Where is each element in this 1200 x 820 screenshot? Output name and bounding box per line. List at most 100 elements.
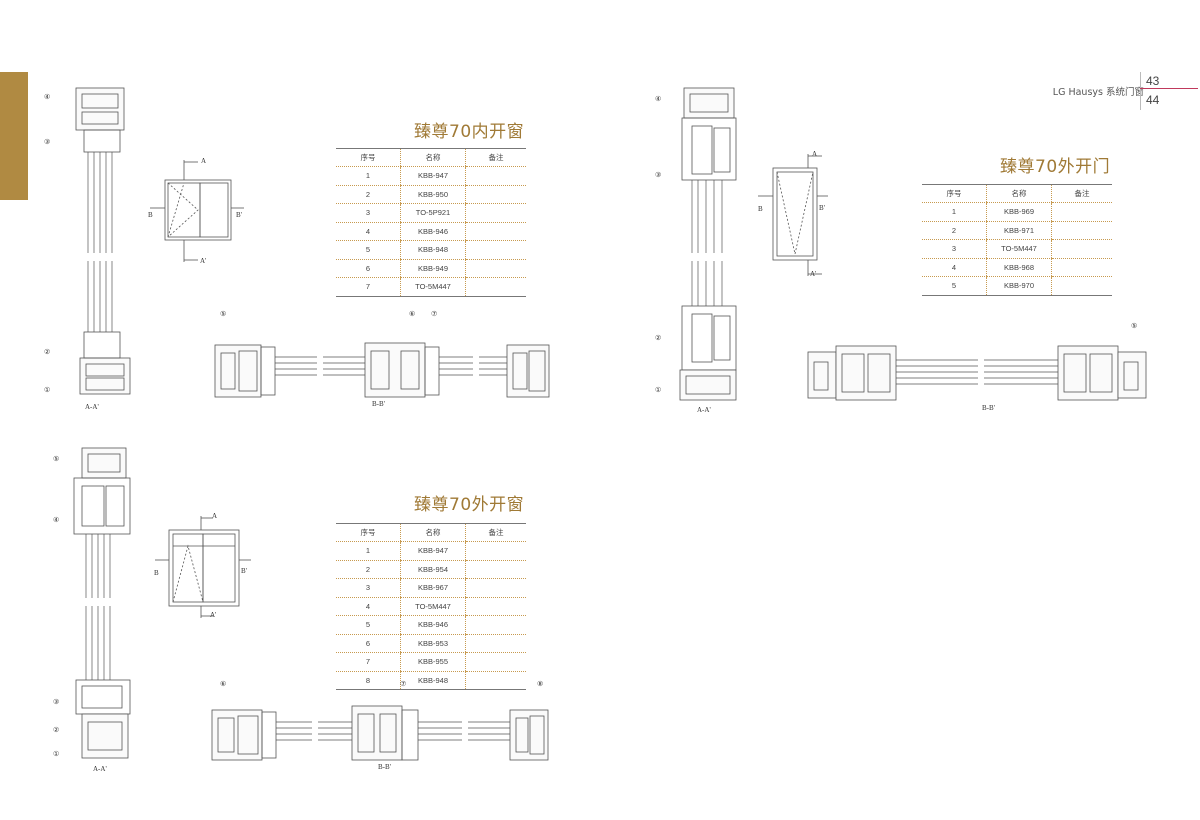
page-number-rule bbox=[1140, 88, 1198, 89]
section-title-outward-door: 臻尊70外开门 bbox=[1000, 157, 1111, 177]
label-section-a-a: A-A' bbox=[697, 406, 711, 414]
cell-name: KBB-968 bbox=[986, 258, 1052, 277]
callout-4: ④ bbox=[655, 95, 662, 103]
arrow-label-a-prime: A' bbox=[200, 257, 207, 265]
cell-note bbox=[465, 578, 526, 598]
callout-3: ③ bbox=[53, 698, 60, 706]
callout-6: ⑥ bbox=[409, 310, 416, 318]
arrow-label-a: A bbox=[812, 150, 818, 158]
label-section-a-a: A-A' bbox=[85, 403, 99, 411]
callout-4: ④ bbox=[44, 93, 51, 101]
cell-note bbox=[465, 240, 526, 260]
callout-5: ⑤ bbox=[220, 310, 227, 318]
door-elevation-drawing bbox=[758, 154, 828, 276]
cell-note bbox=[465, 652, 526, 672]
callout-5: ⑤ bbox=[1131, 322, 1138, 330]
cell-name: KBB-946 bbox=[400, 615, 466, 635]
section-title-inward-window: 臻尊70内开窗 bbox=[414, 122, 525, 142]
cell-name: KBB-970 bbox=[986, 276, 1052, 296]
label-section-a-a: A-A' bbox=[93, 765, 107, 773]
cell-note bbox=[465, 166, 526, 186]
cell-note bbox=[465, 597, 526, 616]
callout-2: ② bbox=[655, 334, 662, 342]
cell-name: KBB-967 bbox=[400, 578, 466, 598]
horizontal-section-drawing bbox=[211, 705, 549, 761]
callout-1: ① bbox=[44, 386, 51, 394]
label-section-b-b: B-B' bbox=[372, 400, 385, 408]
cell-note bbox=[1051, 221, 1112, 240]
cell-name: TO-5M447 bbox=[986, 239, 1052, 259]
window-elevation-drawing bbox=[155, 516, 251, 618]
cell-index: 7 bbox=[336, 277, 401, 297]
cell-name: KBB-947 bbox=[400, 166, 466, 186]
cell-name: KBB-946 bbox=[400, 222, 466, 241]
callout-7: ⑦ bbox=[400, 680, 407, 688]
section-title-outward-window: 臻尊70外开窗 bbox=[414, 495, 525, 515]
col-header-note: 备注 bbox=[465, 148, 526, 167]
cell-note bbox=[1051, 258, 1112, 277]
cell-index: 2 bbox=[922, 221, 987, 240]
callout-1: ① bbox=[53, 750, 60, 758]
cell-index: 1 bbox=[336, 166, 401, 186]
cell-note bbox=[465, 185, 526, 204]
gold-side-tab bbox=[0, 72, 28, 200]
cell-name: KBB-953 bbox=[400, 634, 466, 653]
col-header-index: 序号 bbox=[336, 523, 401, 542]
callout-4: ④ bbox=[53, 516, 60, 524]
arrow-label-a: A bbox=[201, 157, 207, 165]
vertical-section-drawing bbox=[679, 87, 737, 401]
cell-name: TO-5M447 bbox=[400, 277, 466, 297]
cell-note bbox=[465, 541, 526, 561]
callout-8: ⑧ bbox=[537, 680, 544, 688]
cell-note bbox=[465, 203, 526, 223]
arrow-label-b-prime: B' bbox=[819, 204, 825, 212]
horizontal-section-drawing bbox=[807, 345, 1147, 401]
cell-index: 4 bbox=[922, 258, 987, 277]
cell-note bbox=[1051, 202, 1112, 222]
cell-note bbox=[465, 259, 526, 278]
cell-index: 6 bbox=[336, 259, 401, 278]
callout-6: ⑥ bbox=[220, 680, 227, 688]
callout-2: ② bbox=[53, 726, 60, 734]
cell-index: 3 bbox=[922, 239, 987, 259]
cell-index: 6 bbox=[336, 634, 401, 653]
cell-name: KBB-948 bbox=[400, 671, 466, 690]
cell-index: 7 bbox=[336, 652, 401, 672]
arrow-label-b-prime: B' bbox=[241, 567, 247, 575]
page-number-right: 44 bbox=[1146, 93, 1160, 107]
cell-note bbox=[465, 671, 526, 690]
cell-name: TO-5M447 bbox=[400, 597, 466, 616]
cell-index: 5 bbox=[336, 615, 401, 635]
arrow-label-b: B bbox=[758, 205, 763, 213]
table-header-row: 序号 名称 备注 bbox=[336, 523, 526, 542]
callout-3: ③ bbox=[655, 171, 662, 179]
vertical-section-drawing bbox=[73, 447, 131, 759]
cell-index: 1 bbox=[922, 202, 987, 222]
cell-index: 2 bbox=[336, 185, 401, 204]
cell-note bbox=[465, 560, 526, 579]
page-number-divider bbox=[1140, 72, 1141, 110]
arrow-label-b-prime: B' bbox=[236, 211, 242, 219]
cell-index: 3 bbox=[336, 203, 401, 223]
callout-3: ③ bbox=[44, 138, 51, 146]
col-header-name: 名称 bbox=[400, 523, 466, 542]
cell-name: KBB-969 bbox=[986, 202, 1052, 222]
cell-name: KBB-947 bbox=[400, 541, 466, 561]
cell-index: 5 bbox=[922, 276, 987, 296]
vertical-section-drawing bbox=[75, 87, 131, 395]
window-elevation-drawing bbox=[150, 160, 244, 262]
cell-name: KBB-948 bbox=[400, 240, 466, 260]
table-header-row: 序号 名称 备注 bbox=[336, 148, 526, 167]
cell-index: 8 bbox=[336, 671, 401, 690]
arrow-label-a-prime: A' bbox=[810, 270, 817, 278]
